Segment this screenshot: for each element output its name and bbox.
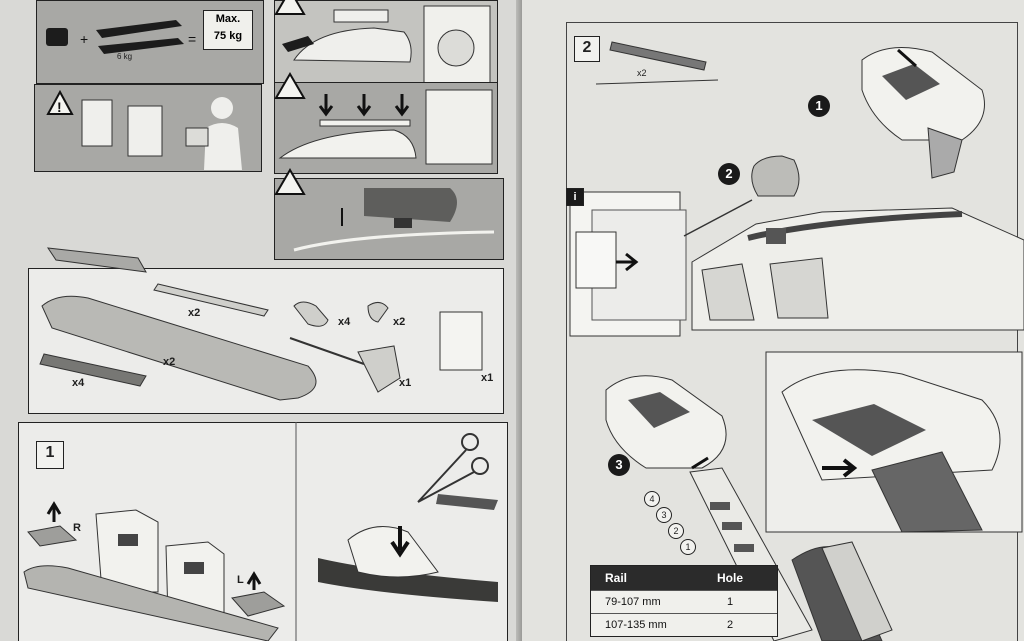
hole-value: 1: [726, 596, 734, 608]
bar-profile-icon: [46, 247, 147, 273]
hole-header: Hole: [716, 571, 743, 585]
down-arrow-icon: [390, 526, 410, 558]
rail-range: 107-135 mm: [605, 619, 667, 631]
roof-bar-icon: [96, 20, 182, 38]
svg-text:=: =: [188, 31, 196, 47]
step1-illustration: [23, 422, 498, 641]
right-page: 2: [522, 0, 1024, 641]
up-arrow-icon: [246, 571, 262, 590]
table-row: 107-135 mm 2: [591, 613, 777, 636]
step2-illustration: [569, 41, 1024, 641]
left-page: + = 6 kg Max. 75 kg !: [0, 0, 528, 641]
svg-text:+: +: [80, 31, 88, 47]
manual-icon: [439, 311, 483, 371]
callout-1: 1: [808, 95, 830, 117]
weight-icon: [46, 28, 68, 46]
rubber-strip-qty: x2: [188, 307, 201, 319]
scissors-icon: [461, 433, 479, 451]
roof-bar-icon: [41, 295, 317, 401]
strip-qty: x2: [637, 68, 647, 78]
load-distribution-illustration: [274, 72, 493, 165]
hole-number-3: 3: [656, 507, 672, 523]
foot-pad-icon: [39, 353, 147, 387]
arrow-icon: [282, 36, 314, 52]
callout-3: 3: [608, 454, 630, 476]
warning-icon: [274, 72, 306, 99]
read-manual-illustration: !: [46, 89, 242, 170]
rail-range: 79-107 mm: [605, 596, 661, 608]
weight-illustration: + =: [46, 20, 196, 54]
right-arrow-icon: [822, 458, 858, 478]
down-arrow-icon: [318, 94, 334, 117]
info-icon: i: [566, 188, 584, 206]
up-arrow-icon: [46, 501, 62, 522]
rubber-strip-icon: [153, 283, 269, 317]
down-arrow-icon: [356, 94, 372, 117]
down-arrow-icon: [394, 94, 410, 117]
rail-hole-table: Rail Hole 79-107 mm 1 107-135 mm 2: [590, 565, 778, 637]
manual-qty: x1: [481, 372, 494, 384]
up-arrow-icon: [691, 456, 709, 470]
arrow-icon: [897, 48, 917, 68]
speed-warning-illustration: [274, 0, 491, 87]
end-cap-icon: [293, 301, 329, 327]
max-load-line1: Max.: [215, 13, 241, 25]
hole-value: 2: [726, 619, 734, 631]
hole-number-1: 1: [680, 539, 696, 555]
manual-icon: [81, 99, 113, 147]
clearance-illustration: [274, 168, 495, 252]
right-side-label: R: [73, 522, 81, 534]
torque-tool-icon: [357, 345, 401, 393]
svg-text:!: !: [57, 99, 62, 115]
table-header: Rail Hole: [591, 566, 777, 590]
key-icon: [367, 302, 389, 323]
right-arrow-icon: [616, 252, 639, 272]
table-row: 79-107 mm 1: [591, 590, 777, 613]
left-side-label: L: [237, 574, 244, 586]
parts-illustration: [39, 247, 483, 401]
foot-pad-qty: x4: [72, 377, 85, 389]
warning-icon: [274, 0, 306, 15]
roof-bar-qty: x2: [163, 356, 176, 368]
hole-number-2: 2: [668, 523, 684, 539]
step2-panel: [566, 22, 1018, 641]
rail-header: Rail: [605, 571, 628, 585]
end-cap-qty: x4: [338, 316, 351, 328]
roof-bar-icon: [23, 565, 279, 641]
max-load-box: Max. 75 kg: [203, 10, 253, 50]
step2-number: 2: [574, 36, 600, 62]
end-cap-icon: [231, 591, 286, 617]
callout-2: 2: [718, 163, 740, 185]
warning-icon: [46, 89, 74, 115]
rubber-strip-icon: [609, 41, 707, 71]
rubber-sleeve-icon: [751, 155, 800, 197]
step1-number: 1: [36, 441, 64, 469]
torque-tool-icon: [927, 127, 963, 179]
key-qty: x2: [393, 316, 406, 328]
end-cap-icon: [27, 525, 78, 547]
hole-number-4: 4: [644, 491, 660, 507]
bar-weight-label: 6 kg: [117, 52, 133, 61]
max-load-line2: 75 kg: [213, 30, 243, 42]
torque-tool-qty: x1: [399, 377, 412, 389]
warning-icon: [274, 168, 306, 195]
